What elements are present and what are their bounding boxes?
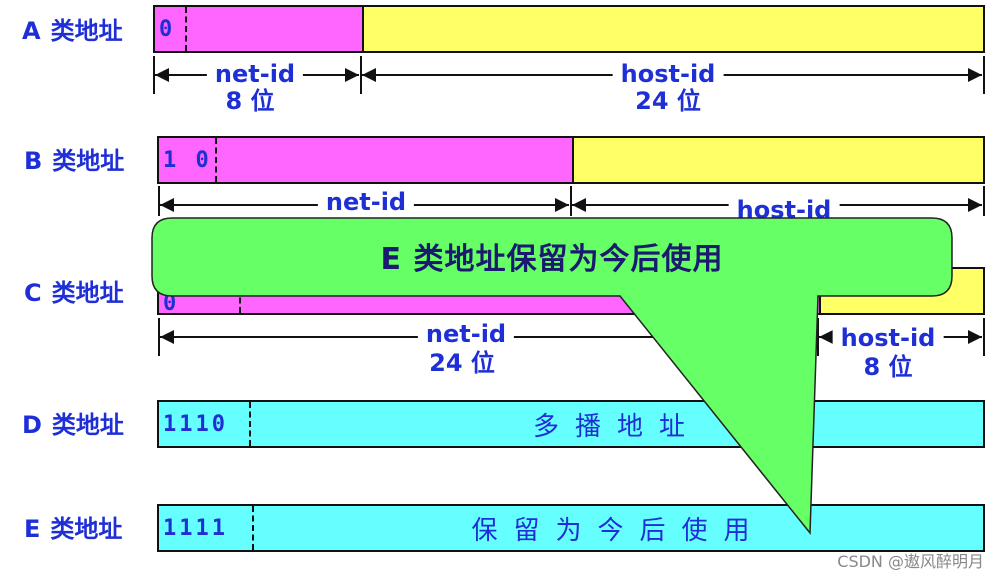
net-id-label: net-id: [206, 61, 304, 87]
dim-tick: [153, 56, 155, 94]
net-id-segment: 1 0: [159, 138, 572, 182]
class-a-prefix: 0: [155, 7, 187, 51]
callout-shape: [151, 217, 953, 536]
class-d-prefix: 1110: [159, 402, 251, 446]
class-e-bar: 1111 保留为今后使用: [157, 504, 985, 552]
dim-tick: [983, 186, 985, 216]
class-e-prefix: 1111: [159, 506, 254, 550]
class-b-bar: 1 0: [157, 136, 985, 184]
dim-tick: [983, 56, 985, 94]
callout-text: E 类地址保留为今后使用: [380, 242, 724, 277]
net-id-label: net-id: [417, 321, 515, 347]
class-d-segment: 1110 多播地址: [159, 402, 983, 446]
net-id-segment: 0: [155, 7, 362, 51]
host-id-label: host-id: [612, 61, 724, 87]
host-bits-label: 8 位: [863, 353, 913, 381]
dim-tick: [360, 56, 362, 94]
dim-tick: [817, 318, 819, 356]
watermark: CSDN @遨风醉明月: [837, 552, 984, 571]
dim-tick: [158, 186, 160, 216]
reserved-text: 保留为今后使用: [471, 515, 766, 546]
net-bits-label: 8 位: [225, 87, 275, 115]
class-d-bar: 1110 多播地址: [157, 400, 985, 448]
class-e-segment: 1111 保留为今后使用: [159, 506, 983, 550]
host-id-segment: [362, 7, 983, 51]
dim-tick: [570, 186, 572, 216]
class-a-bar: 0: [153, 5, 985, 53]
dim-tick: [158, 318, 160, 356]
net-bits-label: 24 位: [429, 349, 495, 377]
multicast-address-text: 多播地址: [532, 411, 701, 442]
net-id-label: net-id: [317, 189, 415, 215]
host-id-segment: [572, 138, 983, 182]
dim-tick: [983, 318, 985, 356]
class-b-prefix: 1 0: [159, 138, 217, 182]
host-id-label: host-id: [832, 325, 944, 351]
host-bits-label: 24 位: [635, 87, 701, 115]
